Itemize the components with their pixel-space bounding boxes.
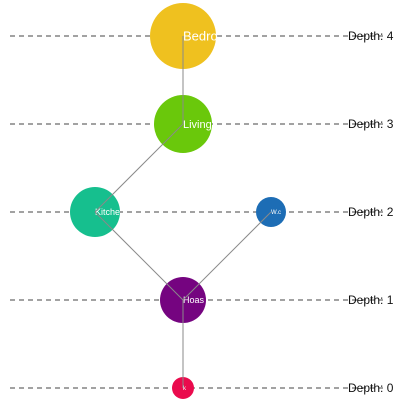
- node-label-root: k: [183, 386, 187, 392]
- depth-guides: Depth: 4 Depth: 3 Depth: 2 Depth: 1 Depth: 0: [10, 29, 394, 395]
- depth-label-1: Depth: 1: [348, 293, 394, 307]
- node-bedroom[interactable]: Bedro: [150, 3, 218, 69]
- depth-label-0: Depth: 0: [348, 381, 394, 395]
- depth-label-3: Depth: 3: [348, 117, 394, 131]
- node-label-wc: W.c: [271, 210, 281, 216]
- tree-edges: [94, 36, 272, 388]
- node-label-hoas: Hoas: [183, 295, 205, 305]
- edge-hoas-kitchen: [94, 211, 184, 301]
- edge-kitchen-living: [94, 123, 184, 213]
- edge-hoas-wc: [182, 211, 272, 301]
- depth-label-2: Depth: 2: [348, 205, 394, 219]
- node-label-kitchen: Kitche: [95, 207, 120, 217]
- node-label-living: Living: [183, 119, 212, 131]
- node-label-bedroom: Bedro: [183, 29, 218, 44]
- depth-label-4: Depth: 4: [348, 29, 394, 43]
